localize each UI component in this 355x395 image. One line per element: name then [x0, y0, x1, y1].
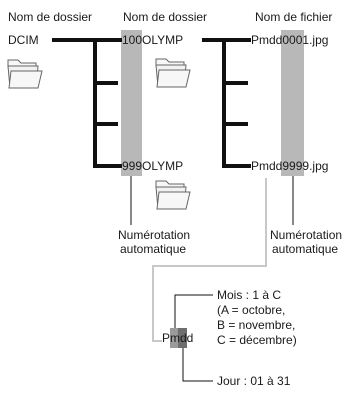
file-number-highlight [281, 30, 304, 176]
header-folder-name-2: Nom de dossier [123, 10, 207, 24]
folder-root-label: DCIM [8, 33, 39, 47]
folder-last-suffix: OLYMP [142, 159, 183, 173]
pmdd-detail-leader [152, 178, 267, 342]
day-highlight [178, 328, 187, 348]
file-tree-lines [202, 38, 251, 168]
file-auto-numbering-line1: Numérotation [270, 228, 342, 242]
folder-first-suffix: OLYMP [142, 33, 183, 47]
month-leader [174, 294, 213, 328]
day-label: Jour : 01 à 31 [217, 374, 291, 388]
file-last-number: 9999 [282, 159, 309, 173]
folder-first-label: 100OLYMP [122, 33, 183, 47]
folder-last-number: 999 [122, 159, 142, 173]
day-leader [182, 348, 213, 382]
folder-icon [155, 58, 191, 88]
folder-first-number: 100 [122, 33, 142, 47]
file-first-ext: .jpg [309, 33, 328, 47]
header-folder-name-1: Nom de dossier [8, 10, 92, 24]
folder-icon [7, 59, 43, 89]
file-last-label: Pmdd9999.jpg [251, 159, 328, 173]
month-line1: Mois : 1 à C [217, 288, 281, 302]
folder-icon [155, 180, 191, 210]
folder-auto-numbering-line2: automatique [120, 242, 186, 256]
folder-last-label: 999OLYMP [122, 159, 183, 173]
file-last-ext: .jpg [309, 159, 328, 173]
file-first-number: 0001 [282, 33, 309, 47]
folder-tree-lines [52, 38, 122, 168]
folder-auto-numbering-line1: Numérotation [118, 228, 190, 242]
header-file-name: Nom de fichier [255, 10, 332, 24]
month-line4: C = décembre) [217, 333, 297, 347]
file-first-prefix: Pmdd [251, 33, 282, 47]
pmdd-label: Pmdd [162, 331, 193, 345]
file-last-prefix: Pmdd [251, 159, 282, 173]
file-auto-numbering-line2: automatique [272, 242, 338, 256]
month-line3: B = novembre, [217, 318, 295, 332]
month-highlight [170, 328, 178, 348]
folder-number-highlight [121, 30, 142, 176]
month-line2: (A = octobre, [217, 303, 285, 317]
file-first-label: Pmdd0001.jpg [251, 33, 328, 47]
